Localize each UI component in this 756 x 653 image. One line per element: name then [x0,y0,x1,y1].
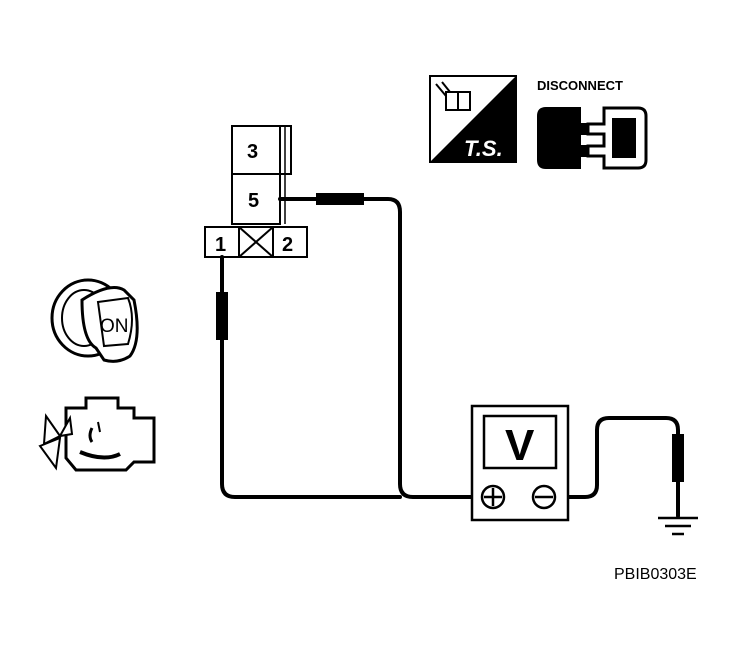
connector-pin-5-label: 5 [248,190,259,212]
connector-pin-3-label: 3 [247,141,258,163]
probe-pin-5 [316,193,364,205]
wire-ground [542,416,680,518]
ts-label: T.S. [464,136,503,161]
connector-pin-5-cell [231,173,281,225]
connector-pin-1-label: 1 [215,234,226,256]
probe-pin-1 [216,292,228,340]
wire-pin-1 [220,255,402,499]
probe-ground [672,434,684,482]
engine-off-icon [38,396,156,472]
figure-code: PBIB0303E [614,566,697,583]
wire-pin-5 [278,197,494,499]
voltmeter-display-label: V [505,421,535,470]
disconnect-icon: DISCONNECT [537,78,648,170]
ground-icon [658,516,698,536]
harness-connector: 3 5 1 2 [204,125,308,258]
connector-pin-2-cell [272,226,308,258]
ignition-on-label: ON [100,316,129,337]
ignition-key-on-icon: ON [50,278,139,363]
voltmeter: V [470,404,570,522]
disconnect-label: DISCONNECT [537,78,623,93]
connector-pin-2-label: 2 [282,234,293,256]
voltmeter-display [482,414,558,470]
ts-connector-icon: T.S. [429,75,517,163]
wiring [220,197,680,518]
